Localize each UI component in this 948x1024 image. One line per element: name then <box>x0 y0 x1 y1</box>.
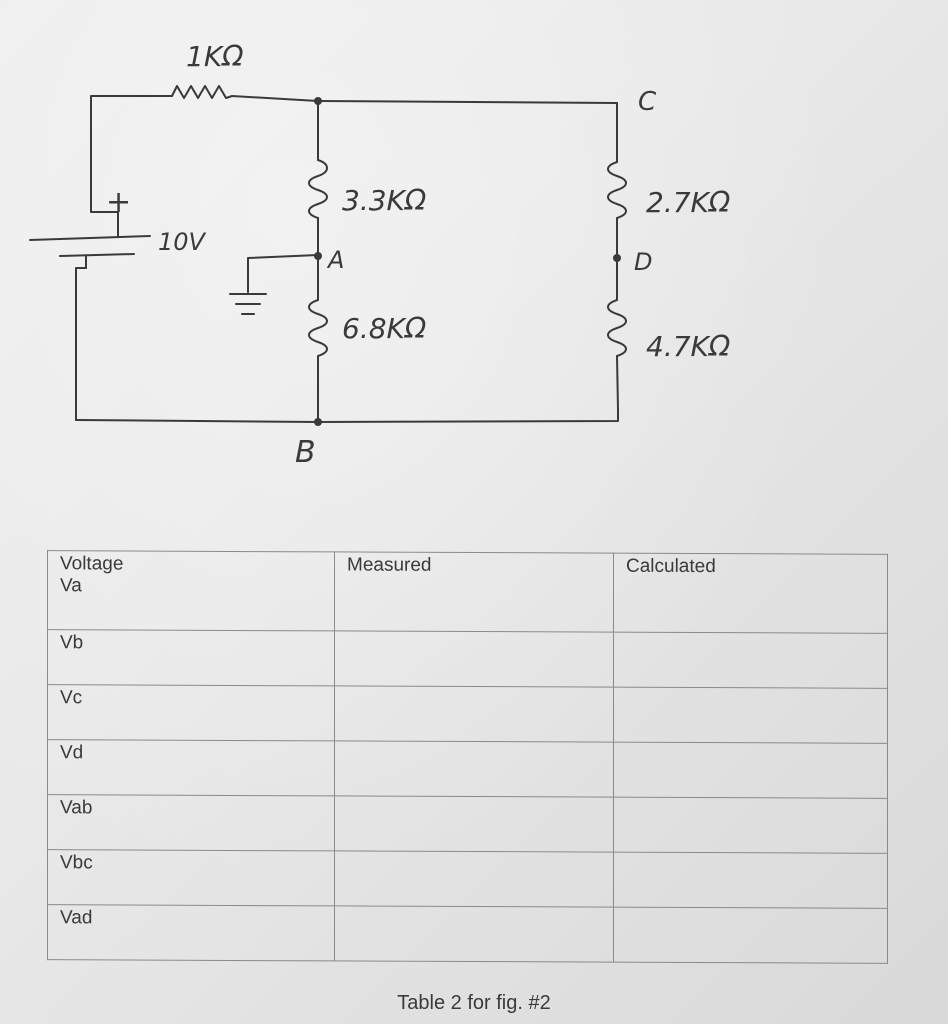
table-caption: Table 2 for fig. #2 <box>397 992 551 1014</box>
label-2-7k: 2.7KΩ <box>646 186 731 219</box>
resistor-1k <box>171 85 319 102</box>
circuit-diagram: 1KΩ + 10V 3.3KΩ A 6.8KΩ B C 2.7KΩ D 4.7K… <box>29 40 731 470</box>
label-node-a: A <box>326 246 344 274</box>
label-4-7k: 4.7KΩ <box>646 330 731 363</box>
label-battery-voltage: 10V <box>158 228 207 256</box>
row-label-vad: Vad <box>47 904 335 961</box>
measured-cell[interactable] <box>334 850 614 908</box>
ground-lines <box>229 293 267 315</box>
label-node-b: B <box>295 435 316 470</box>
table-header-row: Voltage Va Measured Calculated <box>47 550 888 634</box>
table-row: Vb <box>47 629 888 689</box>
label-node-d: D <box>634 248 652 276</box>
table-row: Vab <box>47 794 888 854</box>
table-row: Vd <box>47 739 888 799</box>
node-a-dot <box>314 252 322 260</box>
header-voltage: Voltage <box>60 553 124 575</box>
label-battery-plus: + <box>106 185 131 220</box>
row-label-vbc: Vbc <box>47 849 335 906</box>
measured-cell[interactable] <box>334 630 614 688</box>
row-label-vc: Vc <box>47 684 335 741</box>
resistor-2-7k <box>607 161 627 219</box>
calculated-cell[interactable] <box>613 632 888 689</box>
wire-bottom <box>75 409 619 423</box>
measured-cell[interactable] <box>334 905 614 963</box>
calculated-cell[interactable] <box>613 742 888 799</box>
label-6-8k: 6.8KΩ <box>342 312 427 345</box>
table-row: Vc <box>47 684 888 744</box>
node-top-dot <box>314 97 322 105</box>
row-label-va: Va <box>60 575 82 597</box>
resistor-6-8k <box>308 299 328 357</box>
measured-cell[interactable] <box>334 795 614 853</box>
header-calculated: Calculated <box>613 553 888 634</box>
voltage-table: Voltage Va Measured Calculated Vb Vc Vd … <box>47 550 888 964</box>
node-b-dot <box>314 418 322 426</box>
table-row: Vbc <box>47 849 888 909</box>
row-label-vb: Vb <box>47 629 335 686</box>
node-d-dot <box>613 254 621 262</box>
wire-left-top <box>90 95 173 213</box>
header-voltage-cell: Voltage Va <box>47 550 335 631</box>
calculated-cell[interactable] <box>613 907 888 964</box>
voltage-table-container: Voltage Va Measured Calculated Vb Vc Vd … <box>47 550 888 964</box>
label-1k: 1KΩ <box>186 40 244 73</box>
calculated-cell[interactable] <box>613 797 888 854</box>
header-measured: Measured <box>334 551 614 633</box>
table-row: Vad <box>47 904 888 964</box>
resistor-4-7k <box>607 299 627 357</box>
calculated-cell[interactable] <box>613 852 888 909</box>
resistor-3-3k <box>308 159 328 219</box>
wire-d-bottom <box>616 355 619 411</box>
battery-short-plate <box>59 253 135 257</box>
calculated-cell[interactable] <box>613 687 888 744</box>
row-label-vab: Vab <box>47 794 335 851</box>
battery-long-plate <box>29 235 151 241</box>
wire-left-bottom <box>75 267 87 421</box>
row-label-vd: Vd <box>47 739 335 796</box>
measured-cell[interactable] <box>334 685 614 743</box>
label-node-c: C <box>638 87 657 117</box>
wire-top <box>317 100 618 104</box>
wire-ground <box>247 254 319 293</box>
measured-cell[interactable] <box>334 740 614 798</box>
label-3-3k: 3.3KΩ <box>342 184 427 217</box>
